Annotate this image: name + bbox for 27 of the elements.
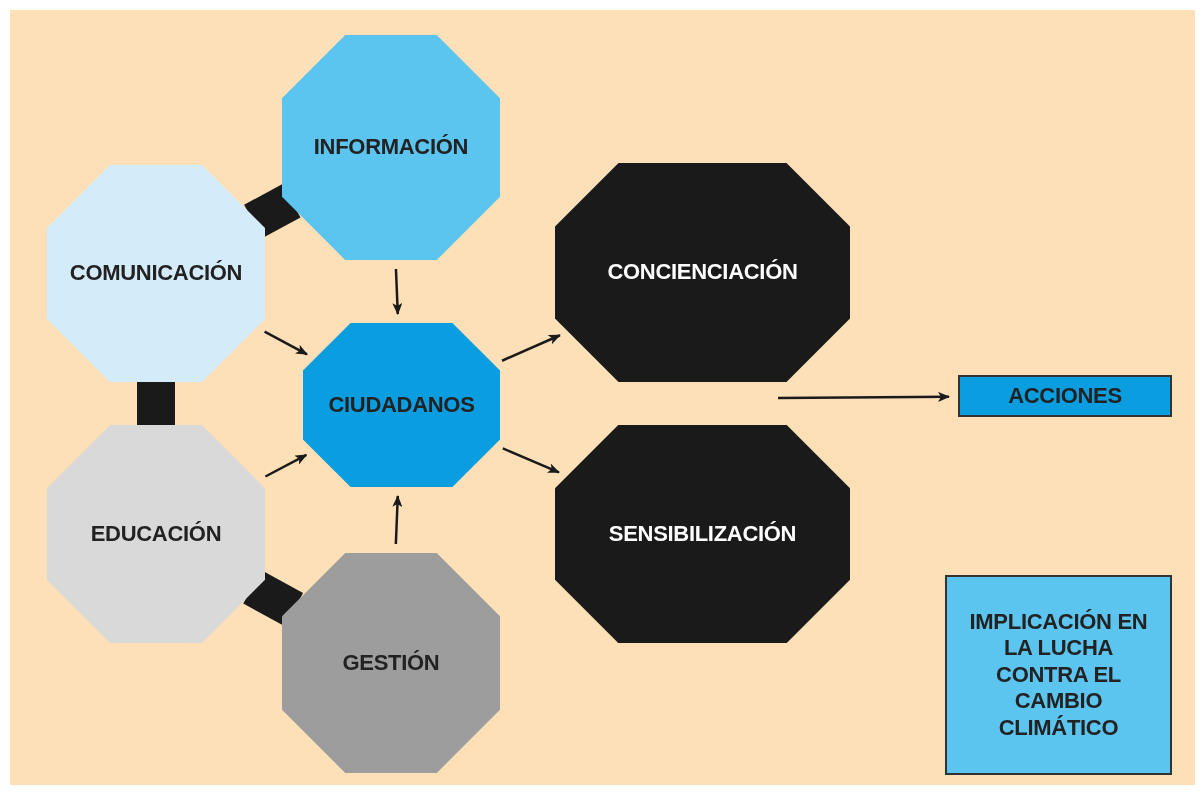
arrow bbox=[264, 330, 308, 356]
octagon-shape bbox=[47, 425, 265, 643]
arrow bbox=[778, 391, 950, 402]
arrow bbox=[501, 334, 561, 362]
connector-bar bbox=[243, 570, 304, 627]
octagon-shape bbox=[555, 163, 850, 382]
octagon-shape bbox=[555, 425, 850, 643]
arrow bbox=[264, 453, 308, 478]
node-label: ACCIONES bbox=[1008, 382, 1122, 410]
label-box bbox=[945, 575, 1172, 775]
octagon-shape bbox=[282, 35, 500, 260]
node-label: GESTIÓN bbox=[342, 649, 440, 677]
node-label: IMPLICACIÓN EN LA LUCHA CONTRA EL CAMBIO CLIMÁTICO bbox=[968, 609, 1149, 741]
connector-bar bbox=[244, 184, 301, 239]
node-label: COMUNICACIÓN bbox=[69, 260, 243, 287]
node-label: INFORMACIÓN bbox=[313, 134, 469, 161]
node-label: EDUCACIÓN bbox=[90, 520, 222, 548]
octagon-shape bbox=[303, 323, 500, 487]
octagon-shape bbox=[47, 165, 265, 382]
octagon-shape bbox=[282, 553, 500, 773]
label-box bbox=[958, 375, 1172, 417]
node-label: CONCIENCIACIÓN bbox=[607, 259, 798, 286]
node-label: CIUDADANOS bbox=[328, 391, 475, 419]
arrow bbox=[502, 447, 560, 474]
arrow bbox=[392, 268, 403, 315]
arrow bbox=[392, 495, 403, 545]
node-label: SENSIBILIZACIÓN bbox=[608, 520, 797, 548]
